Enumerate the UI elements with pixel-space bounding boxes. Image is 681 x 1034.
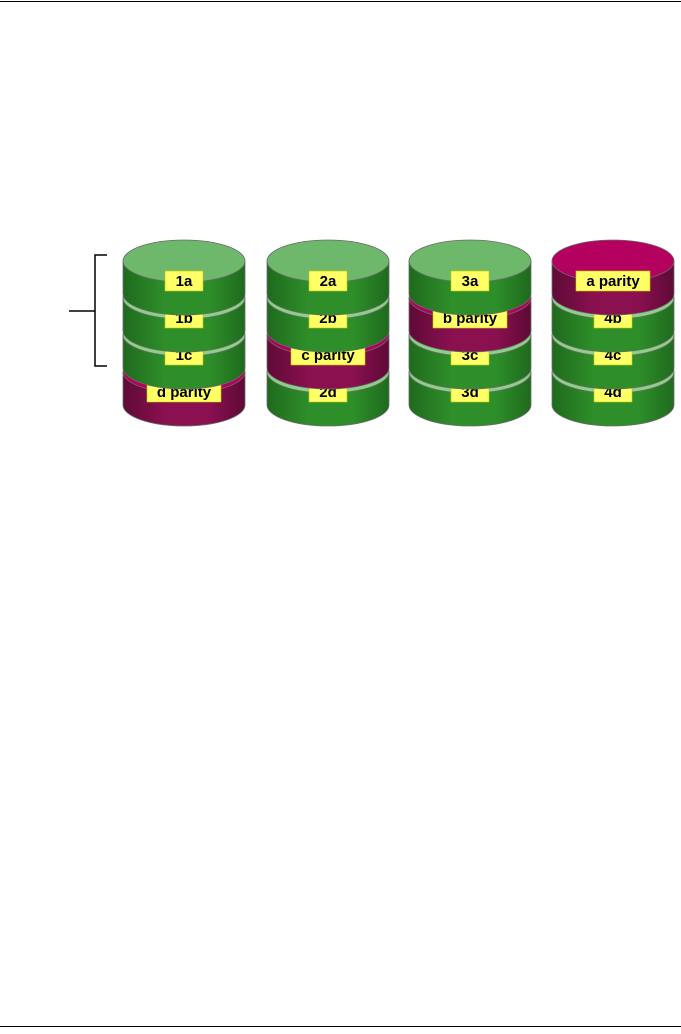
- stripe-bracket-line: [95, 255, 107, 366]
- data-platter: 3a: [409, 240, 531, 315]
- data-platter: 1a: [123, 240, 245, 315]
- parity-platter: a parity: [552, 240, 674, 315]
- block-label: 1a: [176, 273, 193, 290]
- block-label: 2a: [320, 273, 337, 290]
- block-label: a parity: [586, 273, 640, 290]
- data-platter: 2a: [267, 240, 389, 315]
- footer-rule: [0, 1026, 681, 1027]
- header-rule: [0, 1, 681, 2]
- stripe-bracket: [69, 255, 107, 366]
- block-label: 3a: [462, 273, 479, 290]
